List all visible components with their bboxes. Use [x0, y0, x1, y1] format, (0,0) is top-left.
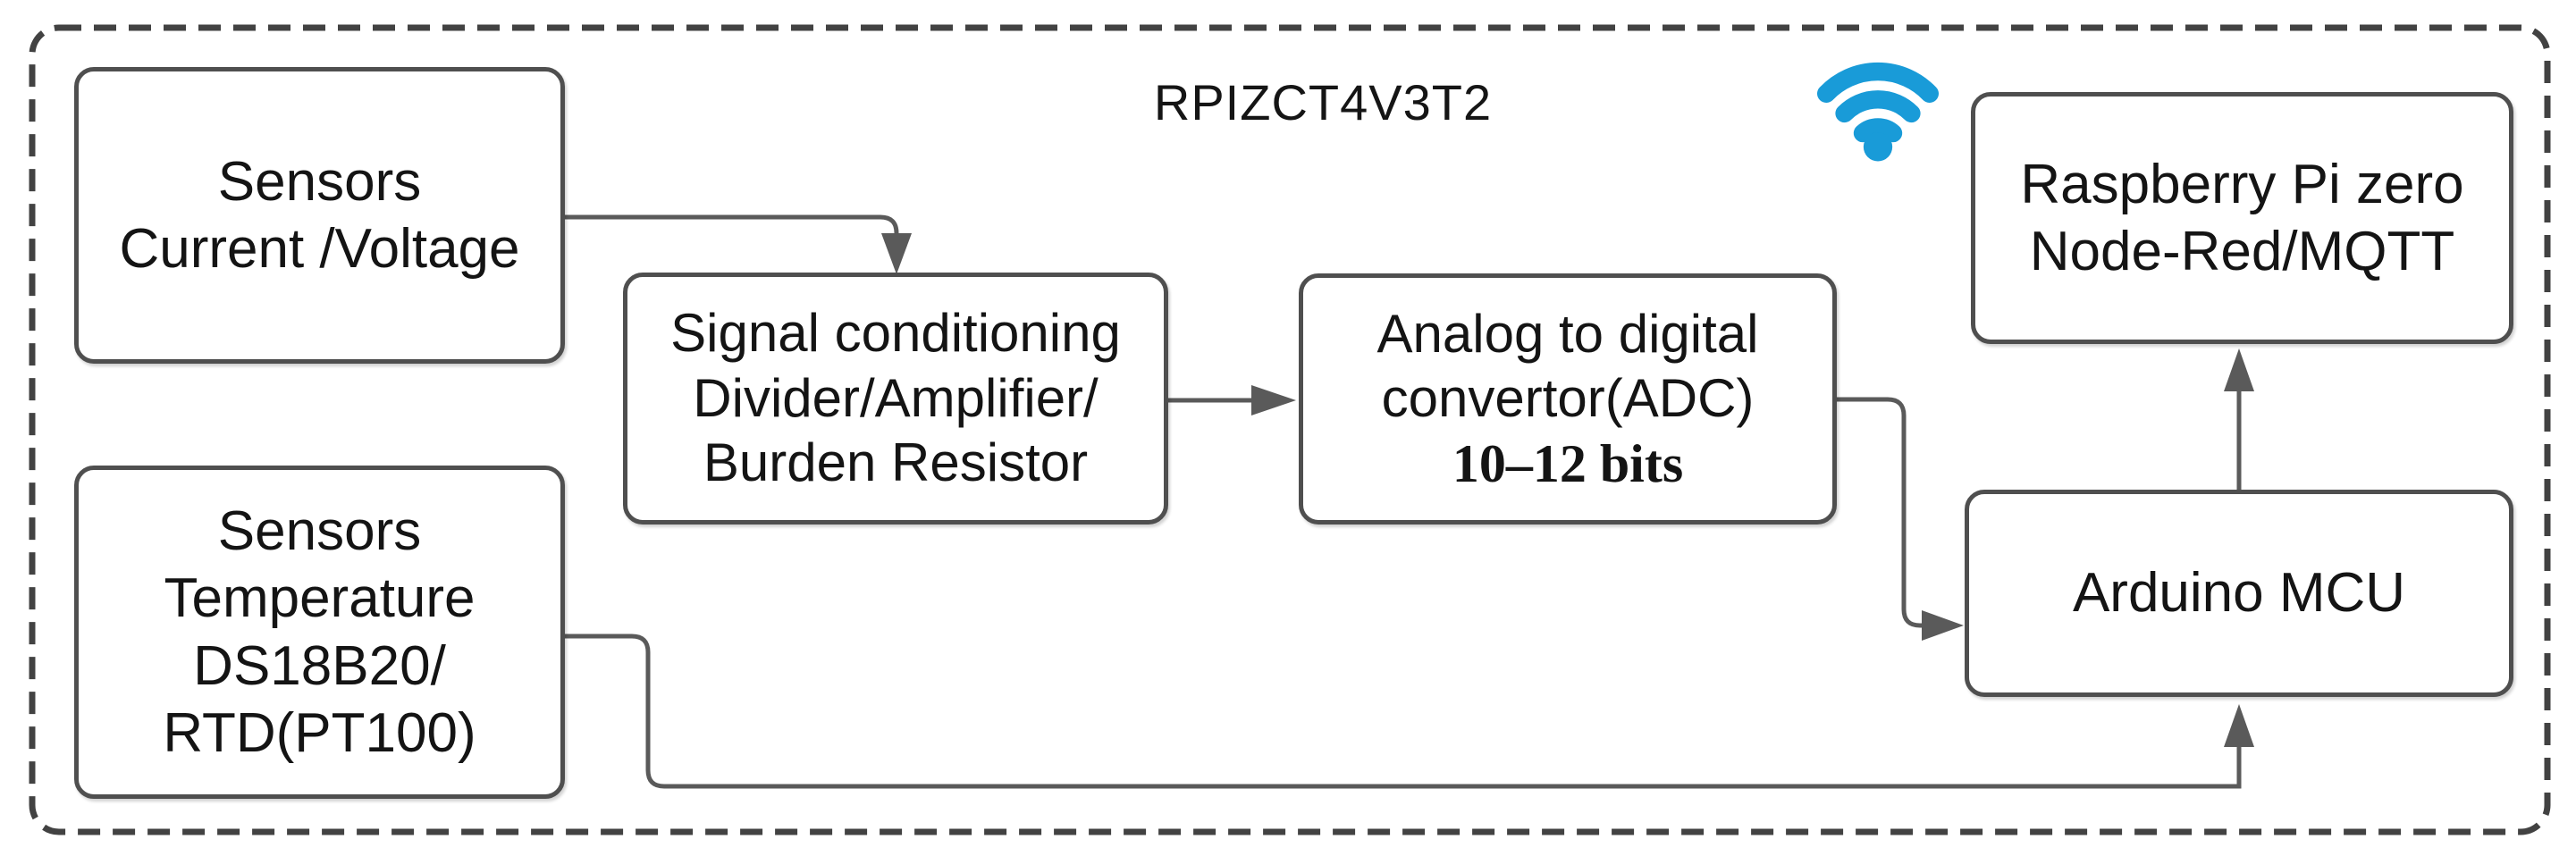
node-label-line: Sensors — [217, 500, 422, 563]
node-label-line-bits: 10–12 bits — [1452, 433, 1684, 493]
diagram-title: RPIZCT4V3T2 — [1153, 74, 1493, 130]
node-arduino-mcu: Arduino MCU — [1965, 490, 2513, 697]
node-label-line: Arduino MCU — [2072, 562, 2406, 625]
node-label-line: Signal conditioning — [670, 303, 1121, 364]
node-label-line: Temperature — [164, 567, 476, 630]
node-label-line: Burden Resistor — [703, 432, 1089, 493]
wifi-icon — [1817, 62, 1939, 162]
node-analog-digital-converter: Analog to digital convertor(ADC) 10–12 b… — [1299, 273, 1837, 525]
dashed-frame — [29, 24, 2551, 835]
node-label-line: Current /Voltage — [119, 218, 520, 280]
arrowheads — [881, 233, 2254, 747]
node-label-line: DS18B20/ — [193, 634, 446, 697]
connector-lines — [562, 214, 2242, 789]
node-label-line: RTD(PT100) — [163, 701, 476, 764]
node-sensors-current-voltage: Sensors Current /Voltage — [74, 67, 565, 364]
node-label-line: Node-Red/MQTT — [2029, 221, 2455, 282]
node-label-line: Divider/Amplifier/ — [693, 367, 1099, 428]
node-label-line: Analog to digital — [1376, 303, 1759, 364]
node-sensors-temperature: Sensors Temperature DS18B20/ RTD(PT100) — [74, 466, 565, 799]
node-label-line: Sensors — [217, 150, 422, 213]
node-label-line: Raspberry Pi zero — [2020, 153, 2464, 215]
node-raspberry-pi: Raspberry Pi zero Node-Red/MQTT — [1971, 92, 2513, 344]
node-label-line: convertor(ADC) — [1381, 368, 1755, 429]
node-signal-conditioning: Signal conditioning Divider/Amplifier/ B… — [623, 273, 1168, 525]
